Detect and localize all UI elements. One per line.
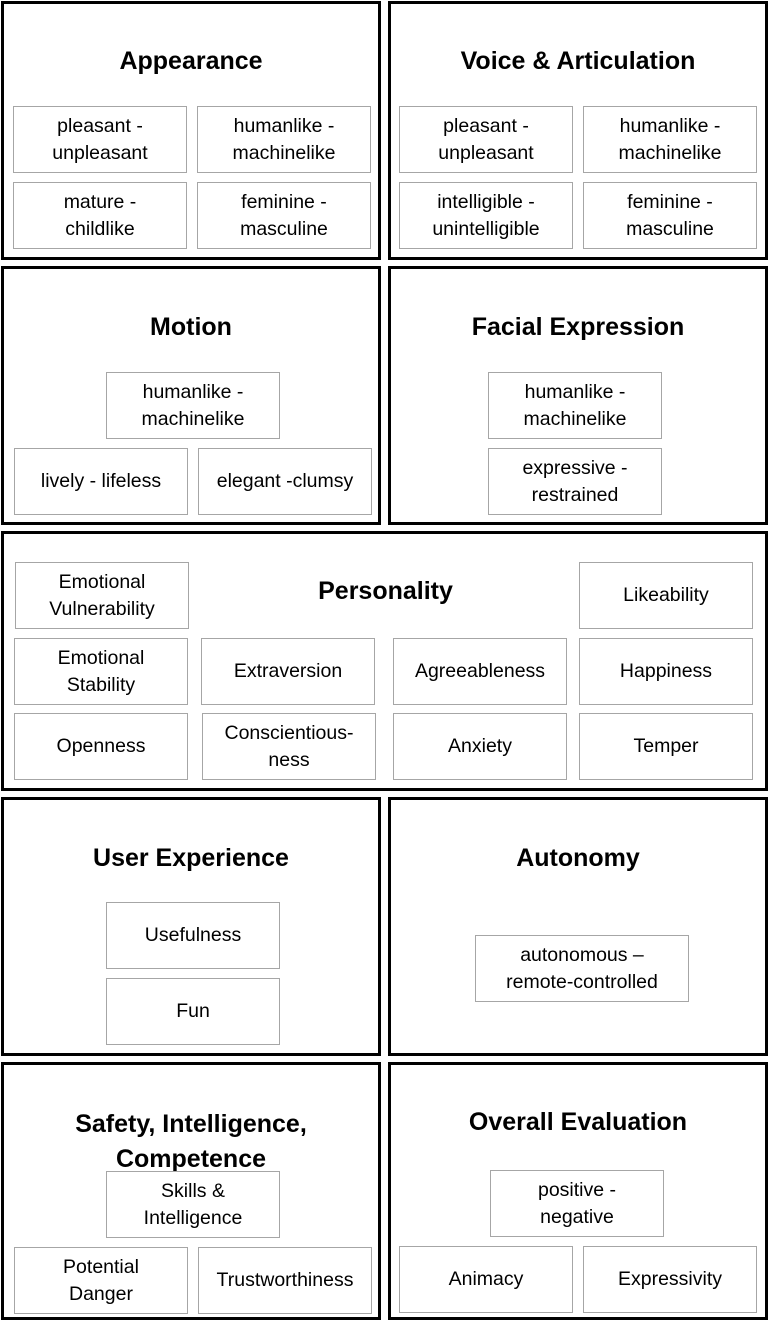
overall-expressivity: Expressivity [583,1246,757,1313]
overall-evaluation-title: Overall Evaluation [468,1108,688,1136]
motion-title: Motion [150,313,232,341]
personality-agreeableness: Agreeableness [393,638,567,705]
appearance-humanlike-machinelike: humanlike - machinelike [197,106,371,173]
appearance-panel: Appearance pleasant - unpleasant humanli… [1,1,381,260]
voice-pleasant-unpleasant: pleasant - unpleasant [399,106,573,173]
motion-panel: Motion humanlike - machinelike lively - … [1,266,381,525]
overall-animacy: Animacy [399,1246,573,1313]
personality-emotional-vulnerability: Emotional Vulnerability [15,562,189,629]
voice-panel: Voice & Articulation pleasant - unpleasa… [388,1,768,260]
facial-expression-panel: Facial Expression humanlike - machinelik… [388,266,768,525]
personality-openness: Openness [14,713,188,780]
safety-potential-danger: Potential Danger [14,1247,188,1314]
personality-temper: Temper [579,713,753,780]
personality-conscientiousness: Conscientious- ness [202,713,376,780]
voice-title: Voice & Articulation [460,47,696,75]
autonomy-panel: Autonomy autonomous – remote-controlled [388,797,768,1056]
facial-humanlike-machinelike: humanlike - machinelike [488,372,662,439]
safety-panel: Safety, Intelligence, Competence Skills … [1,1062,381,1320]
facial-expressive-restrained: expressive - restrained [488,448,662,515]
overall-evaluation-panel: Overall Evaluation positive - negative A… [388,1062,768,1320]
appearance-feminine-masculine: feminine - masculine [197,182,371,249]
motion-lively-lifeless: lively - lifeless [14,448,188,515]
safety-skills-intelligence: Skills & Intelligence [106,1171,280,1238]
autonomy-autonomous-remote-controlled: autonomous – remote-controlled [475,935,689,1002]
appearance-pleasant-unpleasant: pleasant - unpleasant [13,106,187,173]
personality-title: Personality [318,577,453,605]
appearance-title: Appearance [119,47,263,75]
personality-panel: Personality Emotional Vulnerability Like… [1,531,768,791]
voice-feminine-masculine: feminine - masculine [583,182,757,249]
overall-positive-negative: positive - negative [490,1170,664,1237]
autonomy-title: Autonomy [516,844,640,872]
safety-title: Safety, Intelligence, Competence [75,1110,307,1173]
ux-usefulness: Usefulness [106,902,280,969]
personality-happiness: Happiness [579,638,753,705]
facial-expression-title: Facial Expression [471,313,685,341]
safety-trustworthiness: Trustworthiness [198,1247,372,1314]
ux-fun: Fun [106,978,280,1045]
personality-anxiety: Anxiety [393,713,567,780]
voice-intelligible-unintelligible: intelligible - unintelligible [399,182,573,249]
user-experience-panel: User Experience Usefulness Fun [1,797,381,1056]
personality-likeability: Likeability [579,562,753,629]
motion-humanlike-machinelike: humanlike - machinelike [106,372,280,439]
personality-emotional-stability: Emotional Stability [14,638,188,705]
voice-humanlike-machinelike: humanlike - machinelike [583,106,757,173]
personality-extraversion: Extraversion [201,638,375,705]
user-experience-title: User Experience [93,844,289,872]
appearance-mature-childlike: mature - childlike [13,182,187,249]
motion-elegant-clumsy: elegant -clumsy [198,448,372,515]
